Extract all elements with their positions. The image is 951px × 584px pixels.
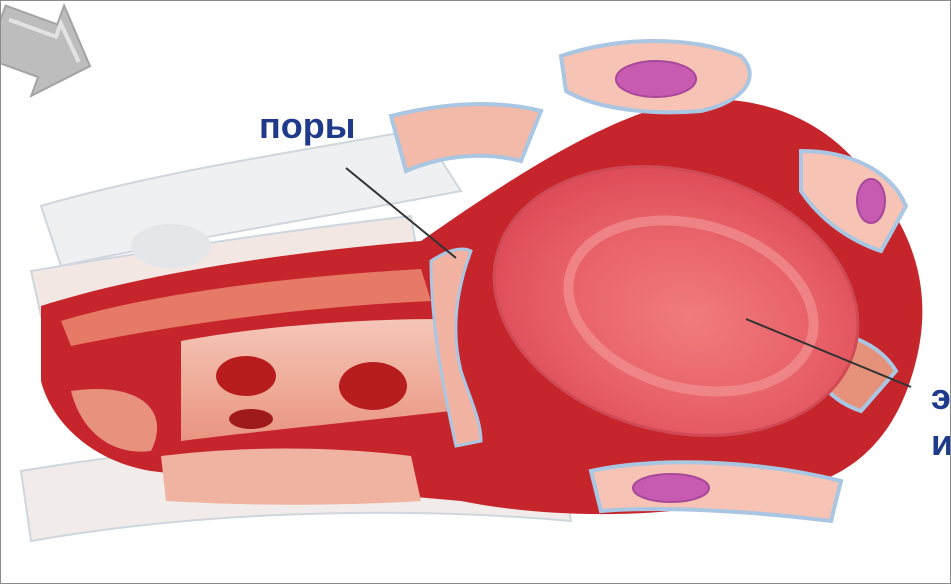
navigation-arrow-icon[interactable]	[1, 1, 106, 111]
erythrocyte-label-line-1: э	[931, 377, 951, 417]
nucleus-top	[616, 61, 696, 97]
erythrocyte-label-line-2: и	[931, 423, 951, 463]
pores-label: поры	[259, 106, 355, 146]
nucleus-bottom	[633, 474, 709, 502]
nucleus-right	[857, 179, 885, 223]
